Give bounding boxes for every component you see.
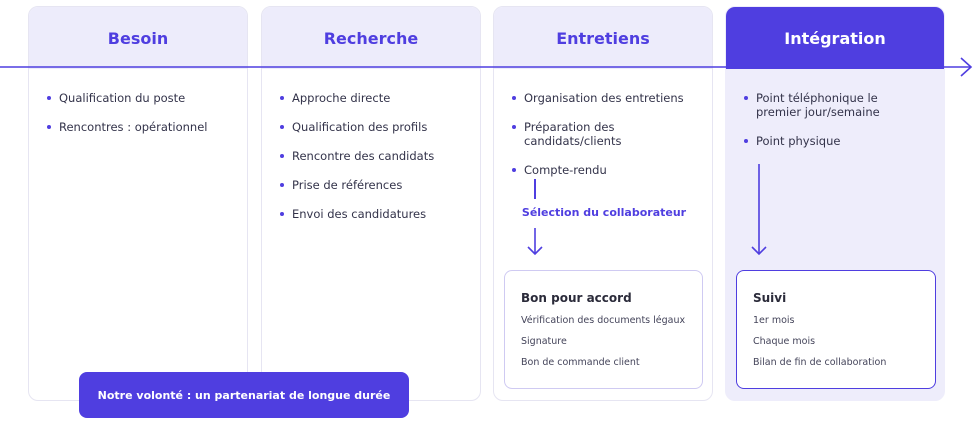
column-title: Entretiens <box>494 7 712 69</box>
box-line: Bon de commande client <box>521 357 640 368</box>
item-list: Qualification du poste Rencontres : opér… <box>29 69 247 134</box>
list-item: Organisation des entretiens <box>512 91 694 105</box>
list-item: Prise de références <box>280 178 462 192</box>
item-list: Point téléphonique le premier jour/semai… <box>726 69 944 148</box>
timeline-arrow <box>0 57 973 77</box>
box-line: Bilan de fin de collaboration <box>753 357 887 368</box>
arrow-down-icon <box>751 164 767 256</box>
box-title: Bon pour accord <box>521 291 632 305</box>
box-line: Chaque mois <box>753 336 816 347</box>
column-besoin: Besoin Qualification du poste Rencontres… <box>28 6 248 401</box>
connector-line <box>534 179 536 199</box>
list-item: Approche directe <box>280 91 462 105</box>
selection-label: Sélection du collaborateur <box>521 206 687 219</box>
item-list: Approche directe Qualification des profi… <box>262 69 480 221</box>
column-title: Besoin <box>29 7 247 69</box>
arrow-down-icon <box>527 228 543 256</box>
list-item: Envoi des candidatures <box>280 207 462 221</box>
list-item: Rencontre des candidats <box>280 149 462 163</box>
suivi-box: Suivi 1er mois Chaque mois Bilan de fin … <box>736 270 936 389</box>
column-title: Recherche <box>262 7 480 69</box>
list-item: Point physique <box>744 134 926 148</box>
list-item: Préparation des candidats/clients <box>512 120 694 148</box>
box-line: Vérification des documents légaux <box>521 315 686 326</box>
column-title: Intégration <box>726 7 944 69</box>
box-line: Signature <box>521 336 567 347</box>
list-item: Rencontres : opérationnel <box>47 120 229 134</box>
partnership-banner: Notre volonté : un partenariat de longue… <box>79 372 409 418</box>
list-item: Qualification des profils <box>280 120 462 134</box>
box-title: Suivi <box>753 291 787 305</box>
box-line: 1er mois <box>753 315 795 326</box>
item-list: Organisation des entretiens Préparation … <box>494 69 712 177</box>
accord-box: Bon pour accord Vérification des documen… <box>504 270 703 389</box>
list-item: Compte-rendu <box>512 163 694 177</box>
column-recherche: Recherche Approche directe Qualification… <box>261 6 481 401</box>
list-item: Point téléphonique le premier jour/semai… <box>744 91 926 119</box>
list-item: Qualification du poste <box>47 91 229 105</box>
